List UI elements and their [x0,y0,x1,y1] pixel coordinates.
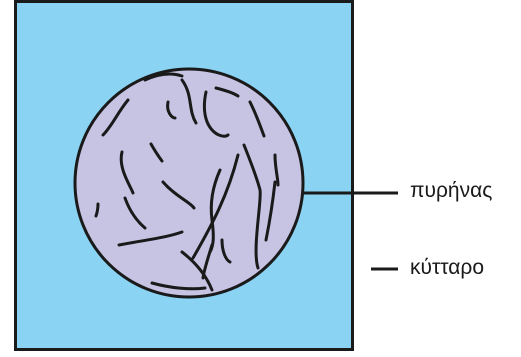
nucleus-label: πυρήνας [410,180,492,201]
cell-label: κύτταρο [410,257,484,278]
